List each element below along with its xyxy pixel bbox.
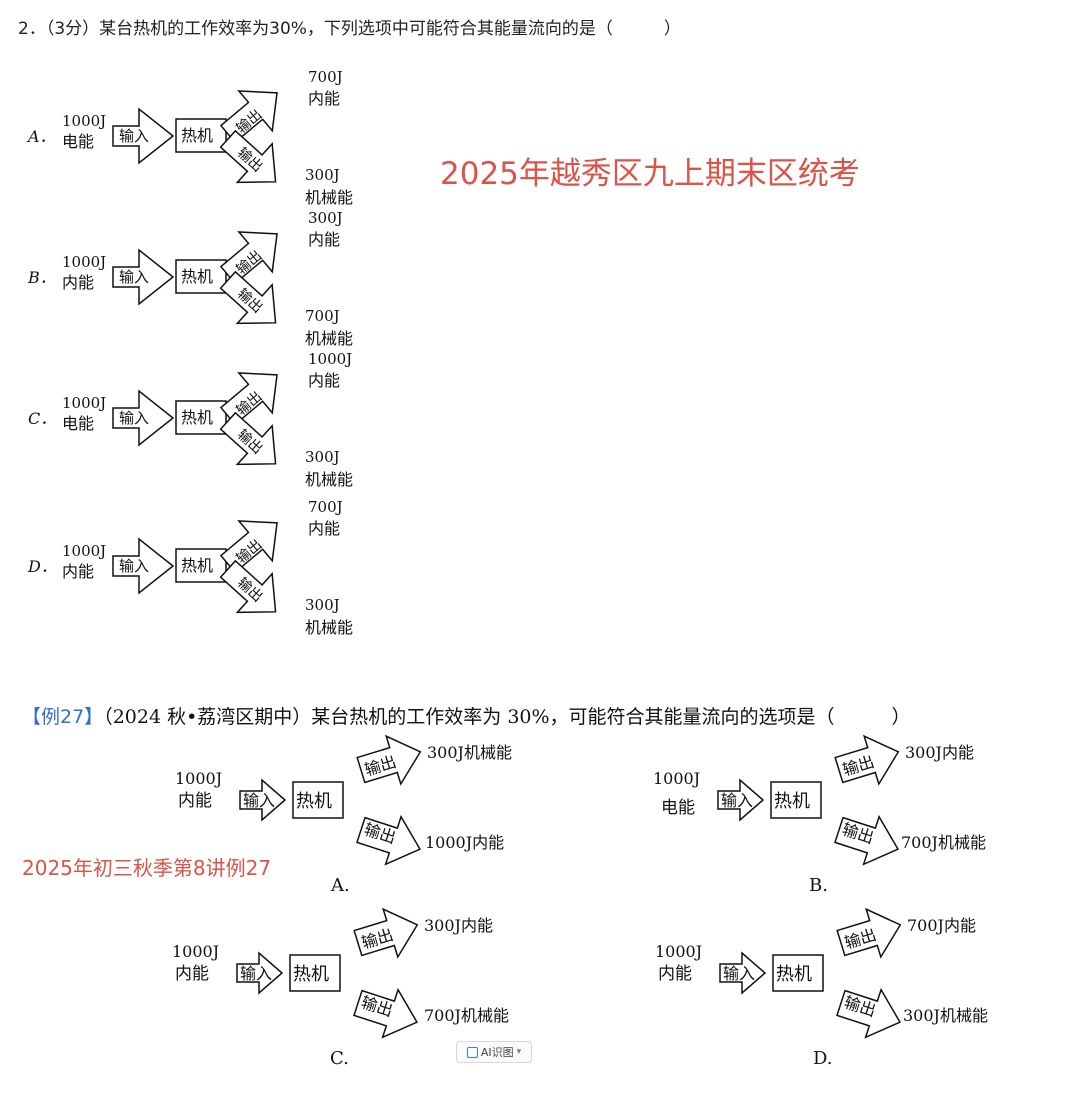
input-energy-type: 内能 <box>658 964 692 984</box>
lesson-source-watermark: 2025年初三秋季第8讲例27 <box>22 856 272 880</box>
input-value: 1000J <box>62 253 106 271</box>
output-2-value: 300J <box>305 448 340 466</box>
q2-option-d[interactable]: D． 1000J 内能 输入 热机 输出 输出 700J 内能 300J 机械能 <box>27 498 353 637</box>
input-arrow-label: 输入 <box>723 964 755 983</box>
output-1-value: 300J <box>308 209 343 227</box>
input-value: 1000J <box>175 769 222 788</box>
input-arrow-label: 输入 <box>119 557 149 575</box>
example-27-title: 【例27】（2024 秋•荔湾区期中）某台热机的工作效率为 30%，可能符合其能… <box>22 702 911 729</box>
input-value: 1000J <box>62 542 106 560</box>
exam-source-watermark: 2025年越秀区九上期末区统考 <box>440 156 860 192</box>
engine-label: 热机 <box>181 408 213 427</box>
output-1-type: 内能 <box>308 519 340 538</box>
example-tag: 【例27】 <box>22 706 104 728</box>
input-value: 1000J <box>653 769 700 788</box>
output-2-type: 机械能 <box>305 618 353 637</box>
input-energy-type: 电能 <box>661 798 695 818</box>
engine-label: 热机 <box>776 964 812 985</box>
option-letter: D． <box>27 557 57 576</box>
output-2-value: 700J <box>305 307 340 325</box>
input-energy-type: 电能 <box>62 132 94 151</box>
example-option-b[interactable]: 1000J 电能 输入 热机 输出 输出 300J内能 700J机械能 B. <box>653 730 986 896</box>
input-value: 1000J <box>172 942 219 961</box>
output-1-value: 700J <box>308 498 343 516</box>
output-2-type: 机械能 <box>305 329 353 348</box>
input-energy-type: 电能 <box>62 414 94 433</box>
input-arrow-label: 输入 <box>119 127 149 145</box>
q2-option-a[interactable]: A． 1000J 电能 输入 热机 输出 输出 700J 内能 300J 机械能 <box>26 68 353 207</box>
engine-label: 热机 <box>181 556 213 575</box>
engine-label: 热机 <box>181 126 213 145</box>
option-letter: A． <box>26 127 56 146</box>
output-1-value: 1000J <box>308 350 352 368</box>
input-value: 1000J <box>655 942 702 961</box>
output-2-value: 300J <box>305 166 340 184</box>
example-option-c[interactable]: 1000J 内能 输入 热机 输出 输出 300J内能 700J机械能 C. <box>172 900 509 1069</box>
output-1-type: 内能 <box>308 371 340 390</box>
input-arrow-label: 输入 <box>240 964 272 983</box>
example-option-a[interactable]: 1000J 内能 输入 热机 输出 输出 300J机械能 1000J内能 A. <box>175 730 512 896</box>
example-question: （2024 秋•荔湾区期中）某台热机的工作效率为 30%，可能符合其能量流向的选… <box>103 706 911 728</box>
output-1-type: 内能 <box>308 230 340 249</box>
q2-option-c[interactable]: C． 1000J 电能 输入 热机 输出 输出 1000J 内能 300J 机械… <box>28 350 353 489</box>
example-27-diagrams: 1000J 内能 输入 热机 输出 输出 300J机械能 1000J内能 A. … <box>172 730 988 1069</box>
output-2-value: 300J <box>305 596 340 614</box>
option-letter: D. <box>813 1048 833 1069</box>
input-energy-type: 内能 <box>175 964 209 984</box>
output-2-label: 300J机械能 <box>903 1006 988 1025</box>
output-1-value: 700J <box>308 68 343 86</box>
input-arrow-label: 输入 <box>119 268 149 286</box>
ai-image-recognition-button[interactable]: AI识图 ▾ <box>456 1041 532 1063</box>
output-2-type: 机械能 <box>305 470 353 489</box>
example-option-d[interactable]: 1000J 内能 输入 热机 输出 输出 700J内能 300J机械能 D. <box>655 900 988 1069</box>
engine-label: 热机 <box>774 791 810 812</box>
option-letter: C. <box>330 1048 349 1069</box>
output-1-label: 300J内能 <box>424 916 493 935</box>
option-letter: A. <box>330 875 350 896</box>
engine-label: 热机 <box>293 964 329 985</box>
chevron-down-icon: ▾ <box>516 1047 522 1057</box>
output-2-label: 700J机械能 <box>901 833 986 852</box>
engine-label: 热机 <box>181 267 213 286</box>
input-energy-type: 内能 <box>62 562 94 581</box>
output-1-label: 300J内能 <box>905 743 974 762</box>
ai-button-label: AI识图 <box>480 1046 514 1059</box>
q2-option-b[interactable]: B． 1000J 内能 输入 热机 输出 输出 300J 内能 700J 机械能 <box>27 209 353 348</box>
input-arrow-label: 输入 <box>721 791 753 810</box>
input-arrow-label: 输入 <box>243 791 275 810</box>
output-2-label: 1000J内能 <box>425 833 504 852</box>
output-1-type: 内能 <box>308 89 340 108</box>
input-arrow-label: 输入 <box>119 409 149 427</box>
output-2-label: 700J机械能 <box>424 1006 509 1025</box>
option-letter: C． <box>28 409 56 428</box>
output-1-label: 300J机械能 <box>427 743 512 762</box>
question-2-title: 2．（3分）某台热机的工作效率为30%，下列选项中可能符合其能量流向的是（ ） <box>18 19 681 39</box>
scan-icon <box>466 1046 478 1058</box>
input-energy-type: 内能 <box>178 791 212 811</box>
output-1-label: 700J内能 <box>907 916 976 935</box>
engine-label: 热机 <box>296 791 332 812</box>
input-value: 1000J <box>62 394 106 412</box>
option-letter: B． <box>27 268 56 287</box>
input-energy-type: 内能 <box>62 273 94 292</box>
input-value: 1000J <box>62 112 106 130</box>
q2-diagrams: A． 1000J 电能 输入 热机 输出 输出 700J 内能 300J 机械能… <box>26 68 353 637</box>
output-2-type: 机械能 <box>305 188 353 207</box>
option-letter: B. <box>809 875 828 896</box>
